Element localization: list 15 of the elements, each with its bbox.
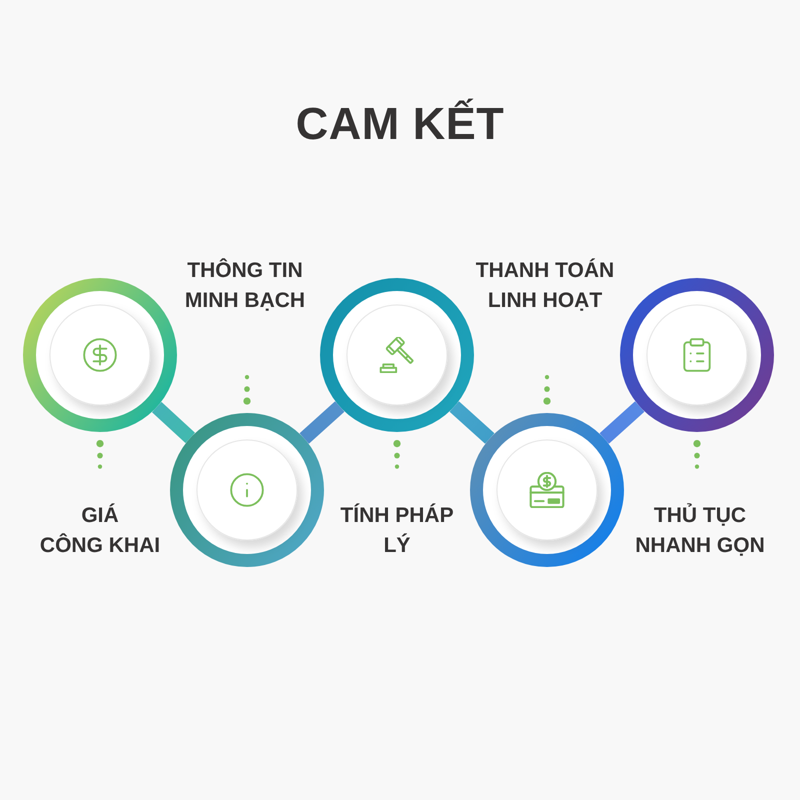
step-label: THANH TOÁN LINH HOẠT [474,257,616,314]
connector-line [600,401,644,444]
step-label: THÔNG TIN MINH BẠCH [184,257,306,314]
connector-line [300,401,344,444]
ring-circle [23,278,177,432]
ring-circle [470,413,624,567]
title: CAM KẾT [296,97,504,151]
step-label: GIÁ CÔNG KHAI [38,502,162,559]
ring-circle [170,413,324,567]
ring-circle [620,278,774,432]
connector-line [450,401,494,444]
ring-circle [320,278,474,432]
connector-line [152,402,196,444]
step-label: TÍNH PHÁP LÝ [339,502,455,559]
step-label: THỦ TỤC NHANH GỌN [634,502,766,559]
